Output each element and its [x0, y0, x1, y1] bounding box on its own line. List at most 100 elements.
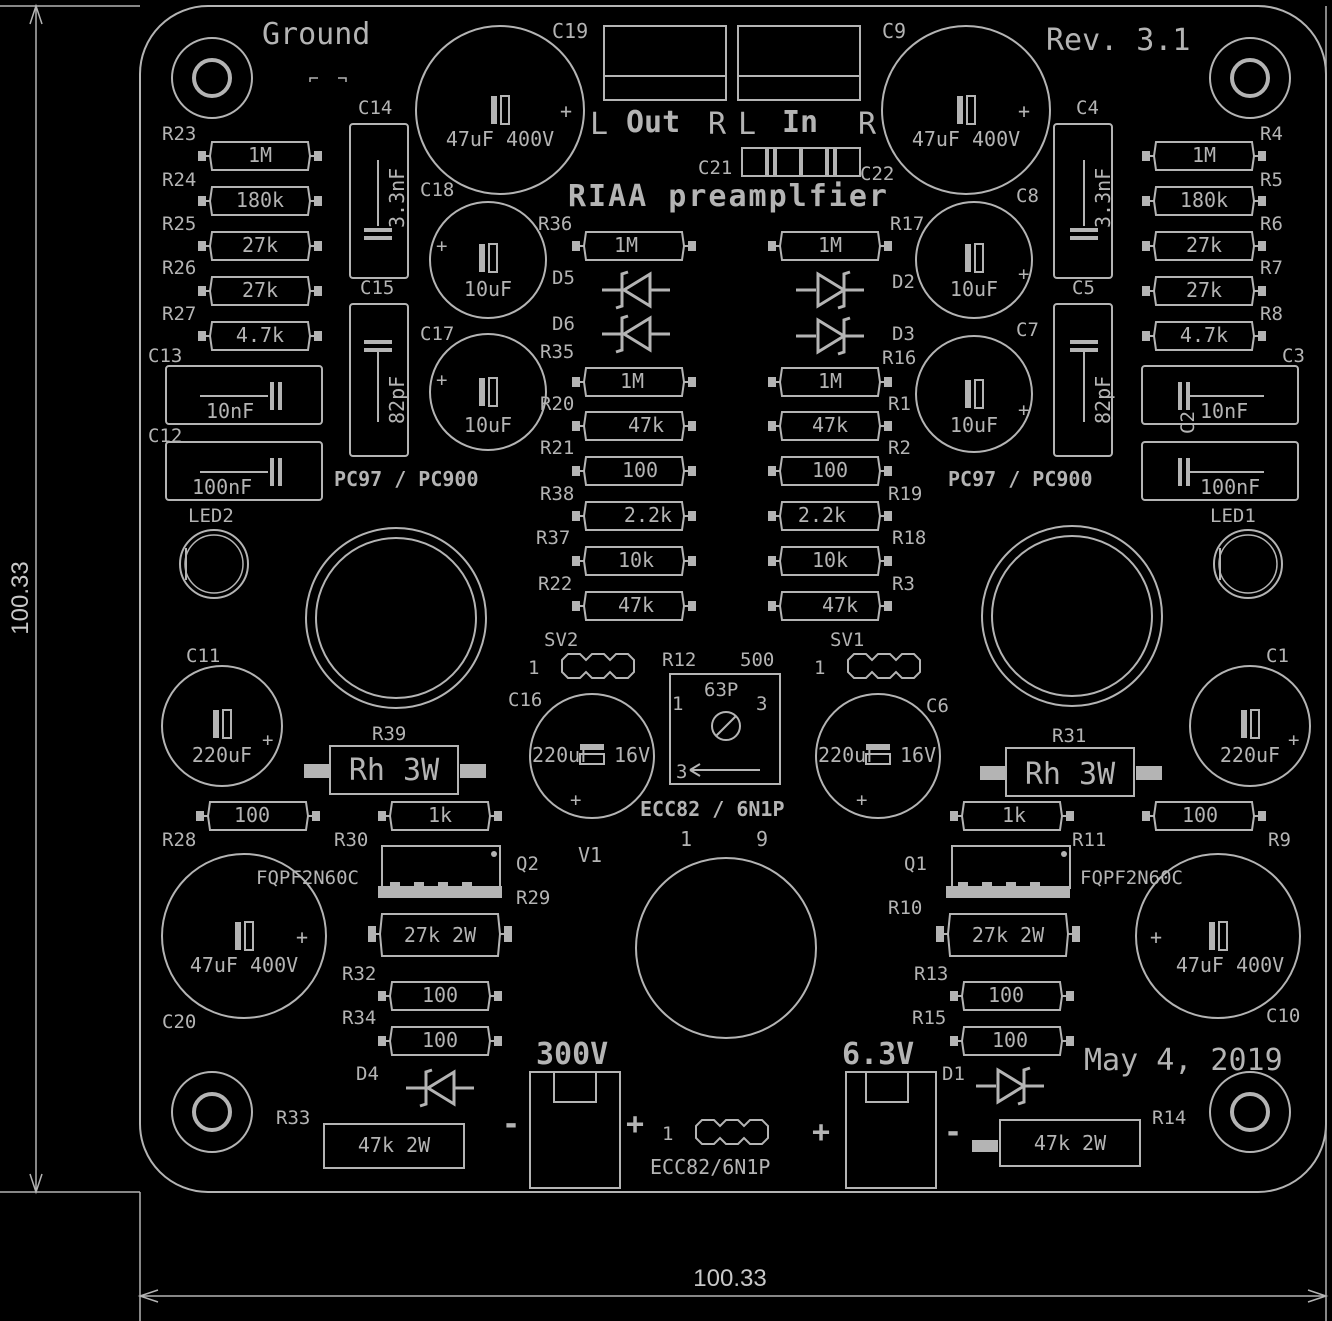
- svg-text:+: +: [856, 789, 867, 811]
- svg-text:47k: 47k: [822, 593, 858, 617]
- svg-text:R21: R21: [540, 437, 574, 459]
- tube-socket-hole-right: [981, 525, 1163, 707]
- capacitor-c10: + 47uF 400V C10: [1135, 853, 1301, 1027]
- svg-text:R: R: [858, 107, 877, 142]
- in-connector: C9 L In R: [737, 19, 906, 142]
- svg-text:R35: R35: [540, 341, 574, 363]
- capacitor-c13: C13 10nF: [148, 345, 323, 425]
- capacitor-c3: C3 10nF: [1141, 345, 1305, 425]
- svg-text:R4: R4: [1260, 123, 1283, 145]
- svg-text:SV2: SV2: [544, 629, 578, 651]
- svg-text:3: 3: [676, 761, 687, 783]
- diode-d1: D1: [942, 1063, 1046, 1106]
- resistor-r9: 100 R9: [1141, 801, 1291, 851]
- svg-text:+: +: [812, 1115, 830, 1150]
- resistor-column-right: 1M R4 180k R5 27k R6 27k R7 4.7k R8: [1141, 123, 1283, 351]
- svg-text:27k: 27k: [242, 278, 278, 302]
- svg-text:D2: D2: [892, 271, 915, 293]
- ground-label: Ground: [262, 17, 370, 52]
- svg-text:1M: 1M: [248, 143, 272, 167]
- svg-text:L: L: [590, 107, 608, 142]
- svg-text:R37: R37: [536, 527, 570, 549]
- resistor-r30: 1k R30: [334, 801, 503, 851]
- svg-text:R19: R19: [888, 483, 922, 505]
- led1: LED1: [1210, 505, 1283, 599]
- svg-text:Rh 3W: Rh 3W: [349, 753, 440, 788]
- svg-text:R9: R9: [1268, 829, 1291, 851]
- optocoupler-label-left: PC97 / PC900: [334, 467, 479, 491]
- connector-6v3: 6.3V + -: [812, 1037, 962, 1189]
- svg-text:10uF: 10uF: [950, 413, 998, 437]
- svg-text:Out: Out: [626, 105, 680, 140]
- svg-text:R11: R11: [1072, 829, 1106, 851]
- svg-text:100: 100: [992, 1028, 1028, 1052]
- resistor-r28: 100 R28: [162, 801, 321, 851]
- dimension-horizontal-label: 100.33: [693, 1265, 766, 1292]
- svg-text:R23: R23: [162, 123, 196, 145]
- capacitor-c21-c22: C21 C22: [698, 147, 894, 185]
- diode-d3: D3: [794, 316, 915, 356]
- capacitor-c8: + 10uF C8: [915, 185, 1039, 319]
- svg-text:D6: D6: [552, 313, 575, 335]
- capacitor-c16: 220uF 16V + C16: [508, 689, 655, 819]
- svg-text:R14: R14: [1152, 1107, 1186, 1129]
- svg-text:180k: 180k: [236, 188, 284, 212]
- diode-d5: D5: [552, 267, 672, 310]
- diode-d6: D6: [552, 313, 672, 354]
- diode-d4: D4: [356, 1063, 476, 1108]
- svg-text:In: In: [782, 105, 818, 140]
- resistor-r11: 1k R11: [949, 801, 1106, 851]
- svg-text:27k 2W: 27k 2W: [972, 923, 1045, 947]
- svg-text:C7: C7: [1016, 319, 1039, 341]
- svg-text:R15: R15: [912, 1007, 946, 1029]
- board-title: RIAA preamplfier: [568, 179, 889, 214]
- ground-pad: [309, 77, 347, 82]
- svg-text:C14: C14: [358, 97, 392, 119]
- svg-text:47k 2W: 47k 2W: [358, 1133, 431, 1157]
- svg-text:R25: R25: [162, 213, 196, 235]
- svg-text:R2: R2: [888, 437, 911, 459]
- svg-text:+: +: [1150, 925, 1162, 949]
- header-sv1: 1 SV1: [814, 629, 921, 679]
- svg-text:-: -: [502, 1107, 520, 1142]
- mounting-hole: [1208, 1070, 1292, 1154]
- svg-text:4.7k: 4.7k: [1180, 323, 1228, 347]
- capacitor-c2: C2 100nF: [1141, 411, 1299, 501]
- svg-text:R27: R27: [162, 303, 196, 325]
- svg-text:2.2k: 2.2k: [624, 503, 672, 527]
- svg-text:1: 1: [662, 1123, 673, 1145]
- svg-text:LED2: LED2: [188, 505, 234, 527]
- svg-text:1: 1: [672, 693, 683, 715]
- svg-text:100: 100: [812, 458, 848, 482]
- svg-text:47k: 47k: [628, 413, 664, 437]
- svg-text:SV1: SV1: [830, 629, 864, 651]
- svg-text:+: +: [262, 729, 273, 751]
- svg-text:27k: 27k: [242, 233, 278, 257]
- svg-text:+: +: [1018, 99, 1030, 123]
- resistor-r31: Rh 3W R31: [980, 725, 1162, 797]
- svg-text:C17: C17: [420, 323, 454, 345]
- svg-text:+: +: [626, 1107, 644, 1142]
- capacitor-c17: + 10uF C17: [420, 323, 547, 451]
- svg-text:220uF: 220uF: [192, 743, 252, 767]
- svg-text:1k: 1k: [428, 803, 452, 827]
- svg-text:100: 100: [988, 983, 1024, 1007]
- svg-text:100: 100: [422, 1028, 458, 1052]
- svg-text:10k: 10k: [812, 548, 848, 572]
- optocoupler-label-right: PC97 / PC900: [948, 467, 1093, 491]
- svg-text:180k: 180k: [1180, 188, 1228, 212]
- svg-text:R32: R32: [342, 963, 376, 985]
- resistor-column-left: 1M R23 180k R24 27k R25 27k R26 4.7k R27: [162, 123, 323, 351]
- svg-text:27k 2W: 27k 2W: [404, 923, 477, 947]
- svg-text:Q2: Q2: [516, 853, 539, 875]
- svg-text:C12: C12: [148, 425, 182, 447]
- svg-text:47uF 400V: 47uF 400V: [1176, 953, 1284, 977]
- svg-text:R30: R30: [334, 829, 368, 851]
- svg-text:C10: C10: [1266, 1005, 1300, 1027]
- svg-text:10uF: 10uF: [464, 413, 512, 437]
- svg-text:47uF 400V: 47uF 400V: [190, 953, 298, 977]
- svg-text:10nF: 10nF: [206, 399, 254, 423]
- resistor-column-center-left: 1M R35 47k R20 100 R21 2.2k R38 10k R37 …: [536, 341, 697, 621]
- svg-text:1M: 1M: [818, 369, 842, 393]
- svg-text:R38: R38: [540, 483, 574, 505]
